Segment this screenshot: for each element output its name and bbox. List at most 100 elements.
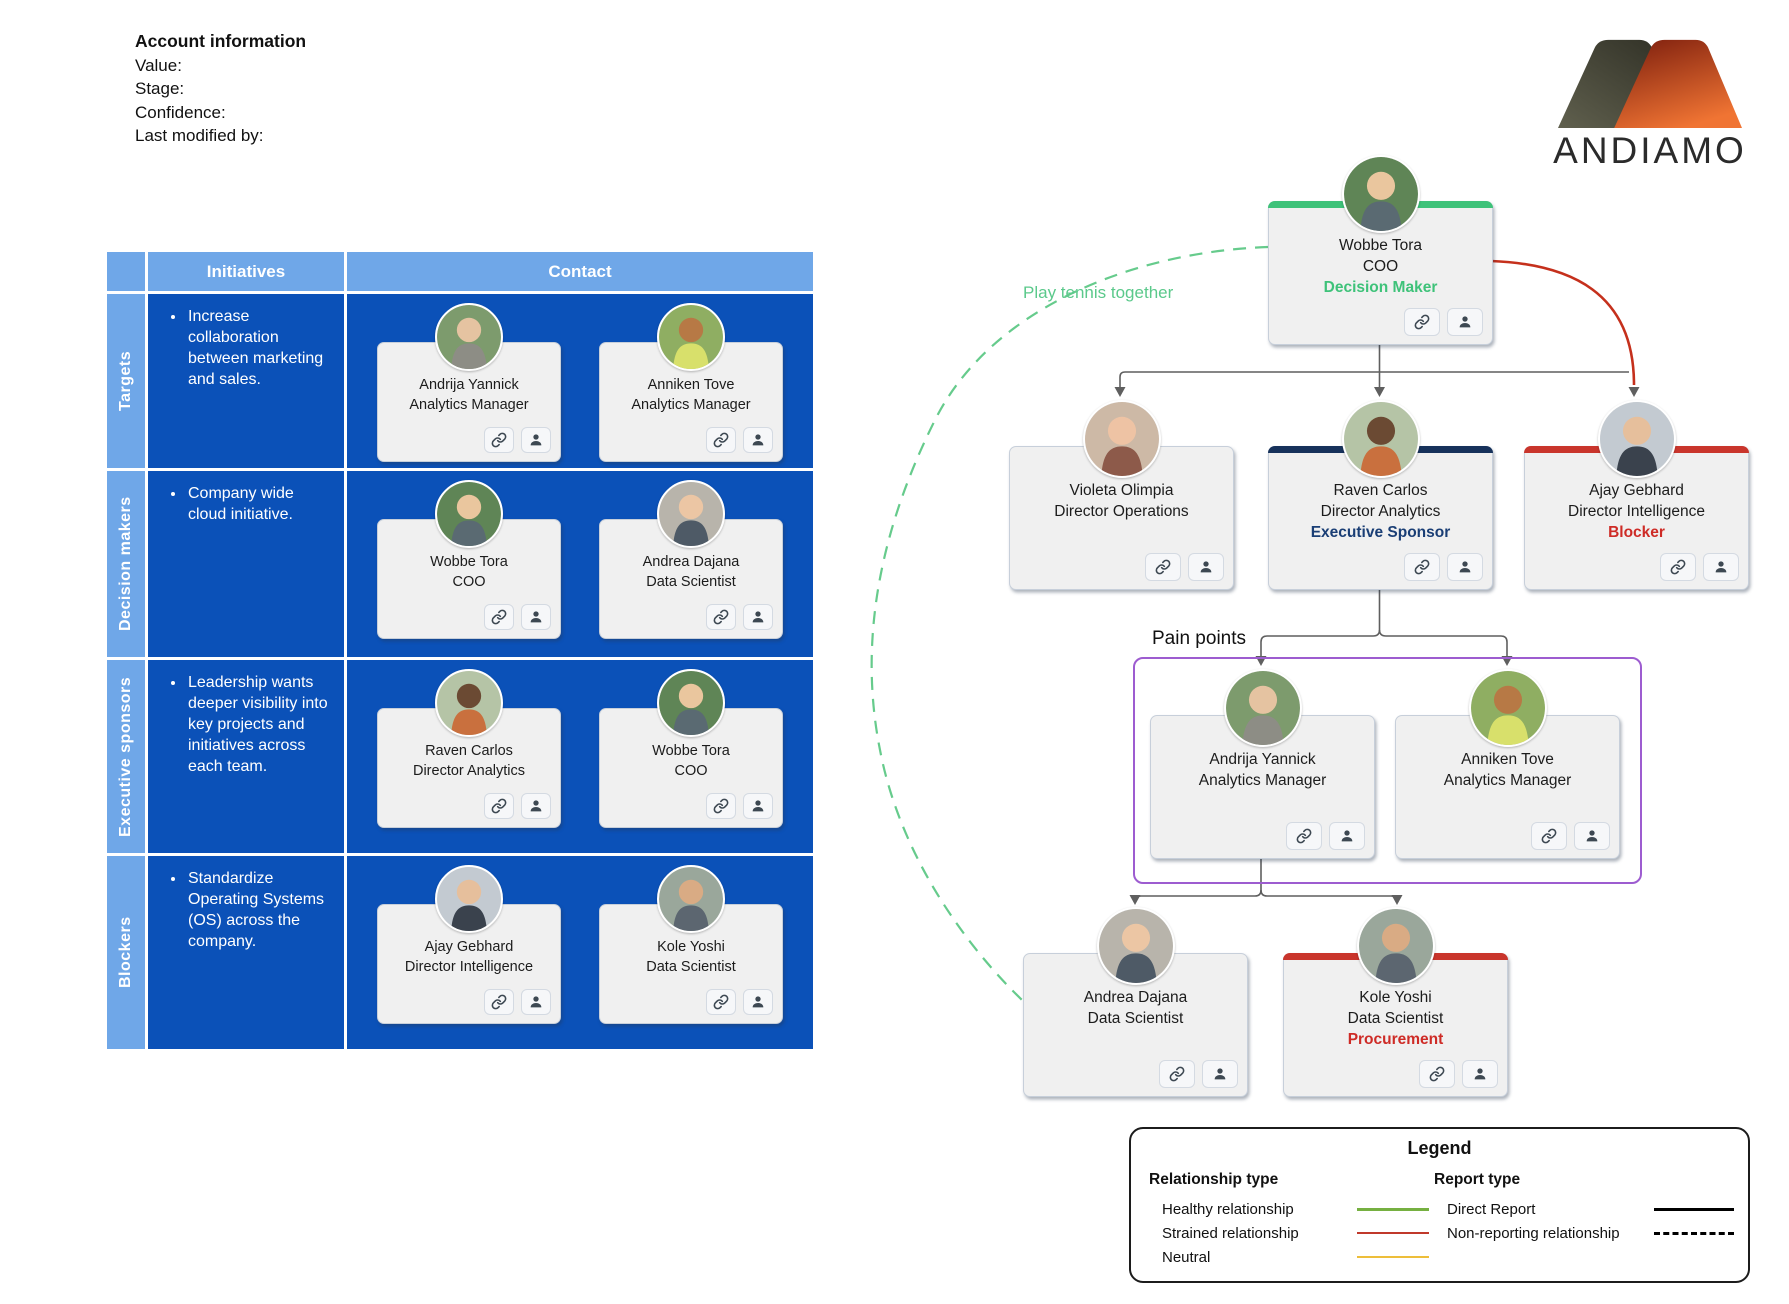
- initiative-item: Company wide cloud initiative.: [186, 483, 336, 525]
- legend-title: Legend: [1407, 1138, 1472, 1158]
- link-icon[interactable]: [484, 989, 514, 1015]
- avatar: [1082, 400, 1161, 478]
- person-name: Andrija Yannick: [1209, 751, 1316, 768]
- contact-card-wobbe-tora[interactable]: Wobbe Tora COO: [377, 480, 561, 639]
- row-label-executive-sponsors: Executive sponsors: [107, 660, 145, 853]
- link-icon[interactable]: [1159, 1060, 1195, 1088]
- person-icon[interactable]: [1574, 822, 1610, 850]
- avatar: [435, 865, 503, 933]
- initiative-item: Increase collaboration between marketing…: [186, 306, 336, 390]
- org-card-raven-carlos[interactable]: Raven Carlos Director Analytics Executiv…: [1268, 400, 1493, 590]
- healthy-line-swatch: [1357, 1207, 1429, 1211]
- non-reporting-line-swatch: [1654, 1231, 1734, 1235]
- person-name: Wobbe Tora: [430, 554, 508, 570]
- person-icon[interactable]: [743, 989, 773, 1015]
- org-card-ajay-gebhard[interactable]: Ajay Gebhard Director Intelligence Block…: [1524, 400, 1749, 590]
- avatar: [1468, 669, 1547, 747]
- row-label-targets: Targets: [107, 294, 145, 468]
- org-card-wobbe-tora[interactable]: Wobbe Tora COO Decision Maker: [1268, 155, 1493, 345]
- link-icon[interactable]: [1404, 553, 1440, 581]
- contact-card-kole-yoshi[interactable]: Kole Yoshi Data Scientist: [599, 865, 783, 1024]
- person-title: Director Analytics: [412, 763, 525, 779]
- legend-report-heading: Report type: [1434, 1171, 1521, 1188]
- person-name: Anniken Tove: [1461, 751, 1554, 768]
- account-field-value: Value:: [135, 55, 182, 75]
- person-icon[interactable]: [743, 793, 773, 819]
- link-icon[interactable]: [706, 604, 736, 630]
- link-icon[interactable]: [484, 604, 514, 630]
- link-icon[interactable]: [484, 427, 514, 453]
- person-title: COO: [674, 763, 708, 779]
- link-icon[interactable]: [1419, 1060, 1455, 1088]
- strained-line-swatch: [1357, 1232, 1429, 1234]
- account-field-confidence: Confidence:: [135, 102, 226, 122]
- person-title: COO: [1362, 258, 1399, 275]
- person-icon[interactable]: [1329, 822, 1365, 850]
- avatar: [657, 303, 725, 371]
- contact-card-anniken-tove[interactable]: Anniken Tove Analytics Manager: [599, 303, 783, 462]
- org-card-andrija-yannick[interactable]: Andrija Yannick Analytics Manager: [1150, 669, 1375, 859]
- person-title: Data Scientist: [1087, 1010, 1184, 1027]
- link-icon[interactable]: [1286, 822, 1322, 850]
- account-info-title: Account information: [135, 31, 307, 51]
- person-icon[interactable]: [521, 989, 551, 1015]
- person-icon[interactable]: [1188, 553, 1224, 581]
- person-name: Raven Carlos: [1333, 482, 1428, 499]
- person-icon[interactable]: [521, 604, 551, 630]
- person-icon[interactable]: [1447, 308, 1483, 336]
- account-info: Account information Value: Stage: Confid…: [135, 30, 306, 148]
- person-name: Ajay Gebhard: [424, 939, 514, 955]
- link-icon[interactable]: [1531, 822, 1567, 850]
- person-name: Raven Carlos: [425, 743, 513, 759]
- healthy-relationship-line: [870, 245, 1269, 1001]
- legend-item-healthy: Healthy relationship: [1149, 1197, 1429, 1221]
- person-icon[interactable]: [1202, 1060, 1238, 1088]
- person-icon[interactable]: [1703, 553, 1739, 581]
- link-icon[interactable]: [1145, 553, 1181, 581]
- org-card-kole-yoshi[interactable]: Kole Yoshi Data Scientist Procurement: [1283, 907, 1508, 1097]
- legend-relationship-heading: Relationship type: [1149, 1171, 1279, 1188]
- person-icon[interactable]: [1462, 1060, 1498, 1088]
- person-icon[interactable]: [521, 793, 551, 819]
- pain-points-label: Pain points: [1152, 628, 1247, 649]
- contact-cell-targets: Andrija Yannick Analytics Manager Annike…: [347, 294, 813, 468]
- person-icon[interactable]: [743, 427, 773, 453]
- person-icon[interactable]: [743, 604, 773, 630]
- contact-cell-decision-makers: Wobbe Tora COO Andrea Dajana Data Scient…: [347, 471, 813, 657]
- table-corner-cell: [107, 252, 145, 291]
- andiamo-logo-text: ANDIAMO: [1553, 130, 1747, 171]
- table-header-contact: Contact: [347, 252, 813, 291]
- link-icon[interactable]: [706, 793, 736, 819]
- org-card-violeta-olimpia[interactable]: Violeta Olimpia Director Operations: [1009, 400, 1234, 590]
- contact-cell-blockers: Ajay Gebhard Director Intelligence Kole …: [347, 856, 813, 1049]
- person-title: Analytics Manager: [1443, 772, 1572, 789]
- person-title: Data Scientist: [1347, 1010, 1444, 1027]
- contact-card-raven-carlos[interactable]: Raven Carlos Director Analytics: [377, 669, 561, 828]
- initiative-item: Leadership wants deeper visibility into …: [186, 672, 336, 778]
- table-header-initiatives: Initiatives: [148, 252, 344, 291]
- person-title: Director Intelligence: [404, 959, 534, 975]
- person-icon[interactable]: [521, 427, 551, 453]
- person-role: Blocker: [1608, 524, 1665, 541]
- link-icon[interactable]: [1404, 308, 1440, 336]
- contact-card-ajay-gebhard[interactable]: Ajay Gebhard Director Intelligence: [377, 865, 561, 1024]
- avatar: [1597, 400, 1676, 478]
- contact-card-andrea-dajana[interactable]: Andrea Dajana Data Scientist: [599, 480, 783, 639]
- pain-points-group-box[interactable]: [1133, 657, 1642, 884]
- contact-card-andrija-yannick[interactable]: Andrija Yannick Analytics Manager: [377, 303, 561, 462]
- person-name: Kole Yoshi: [1359, 989, 1432, 1006]
- person-icon[interactable]: [1447, 553, 1483, 581]
- link-icon[interactable]: [484, 793, 514, 819]
- avatar: [1356, 907, 1435, 985]
- org-card-andrea-dajana[interactable]: Andrea Dajana Data Scientist: [1023, 907, 1248, 1097]
- person-role: Decision Maker: [1323, 279, 1438, 296]
- legend-item-neutral: Neutral: [1149, 1245, 1429, 1269]
- contact-card-wobbe-tora-2[interactable]: Wobbe Tora COO: [599, 669, 783, 828]
- person-title: Data Scientist: [646, 574, 736, 590]
- link-icon[interactable]: [1660, 553, 1696, 581]
- avatar: [1341, 400, 1420, 478]
- link-icon[interactable]: [706, 989, 736, 1015]
- org-card-anniken-tove[interactable]: Anniken Tove Analytics Manager: [1395, 669, 1620, 859]
- link-icon[interactable]: [706, 427, 736, 453]
